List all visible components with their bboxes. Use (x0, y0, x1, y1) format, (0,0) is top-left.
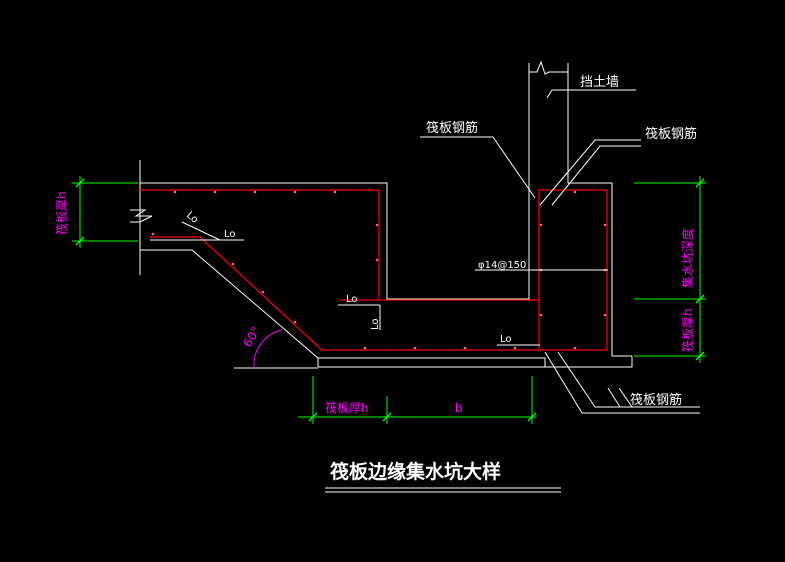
dim-b-label: b (455, 401, 463, 415)
retaining-wall-label: 挡土墙 (580, 75, 619, 90)
drawing-title: 筏板边缘集水坑大样 (330, 460, 501, 483)
concrete-outline (130, 60, 633, 368)
lo-label-1: Lo (184, 210, 200, 226)
dim-raft-thickness-bottom-label: 筏板厚h (325, 401, 369, 415)
raft-rebar-label-left: 筏板钢筋 (426, 120, 478, 136)
lo-label-4: Lo (370, 318, 381, 330)
dim-pit-depth-label: 集水坑深度 (680, 228, 695, 288)
raft-rebar-label-bottom: 筏板钢筋 (630, 392, 682, 408)
dim-raft-thickness-right-label: 筏板厚h (681, 308, 695, 352)
angle-arc (253, 329, 283, 369)
leader-lines (150, 89, 700, 414)
lo-label-2: Lo (224, 229, 236, 240)
dimension-lines (72, 176, 706, 424)
title-underline (325, 487, 561, 493)
raft-rebar-label-right: 筏板钢筋 (645, 126, 697, 142)
dimension-ticks (75, 178, 705, 422)
dim-raft-thickness-left-label: 筏板厚h (55, 191, 69, 235)
lo-label-3: Lo (346, 294, 358, 305)
lo-label-5: Lo (500, 334, 512, 345)
rebar-spec-label: φ14@150 (478, 260, 526, 271)
